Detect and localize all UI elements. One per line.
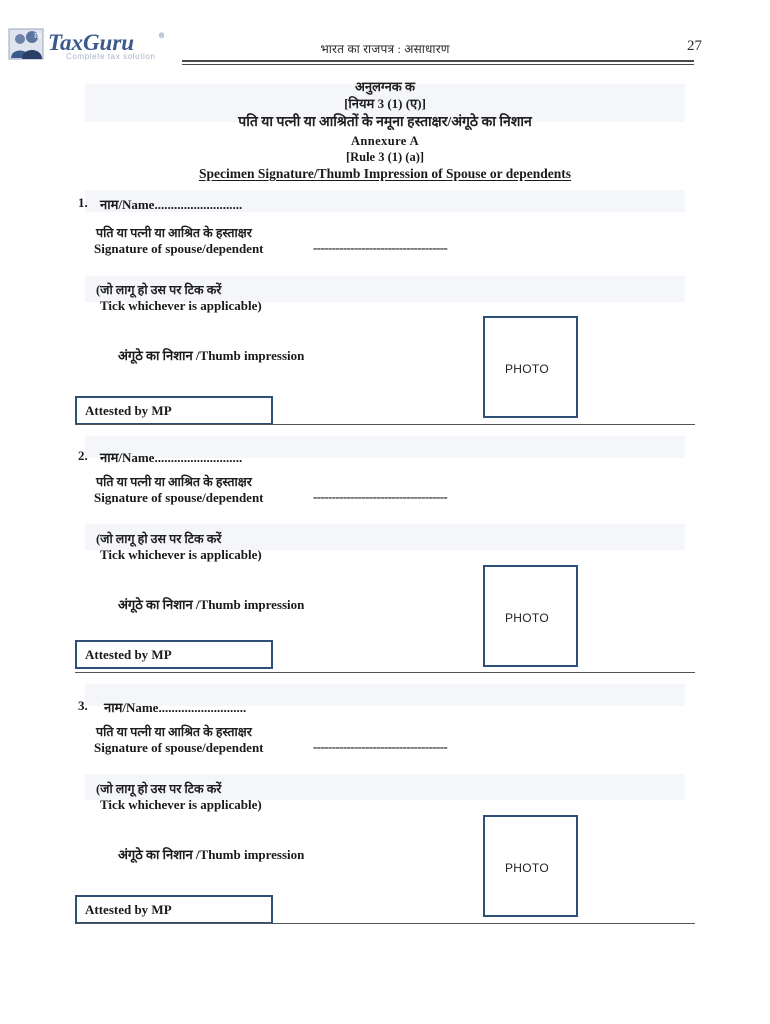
title-hindi-annexure: अनुलग्नक क <box>354 79 416 94</box>
title-hindi-subject: पति या पत्नी या आश्रितों के नमूना हस्ताक… <box>238 115 532 130</box>
title-english-subject: Specimen Signature/Thumb Impression of S… <box>198 166 572 181</box>
name-label: नाम/Name........................... <box>100 450 243 465</box>
photo-box[interactable]: PHOTO <box>483 815 578 917</box>
signature-label-hindi: पति या पत्नी या आश्रित के हस्ताक्षर <box>96 226 252 240</box>
section-divider <box>75 672 695 673</box>
tick-label-english: Tick whichever is applicable) <box>100 547 262 562</box>
attested-by-mp-label: Attested by MP <box>85 901 172 917</box>
signature-label-english: Signature of spouse/dependent <box>94 241 264 256</box>
photo-box[interactable]: PHOTO <box>483 565 578 667</box>
entry-number: 3. <box>78 698 88 713</box>
gazette-title: भारत का राजपत्र : असाधारण <box>320 42 450 56</box>
attested-by-mp-label: Attested by MP <box>85 402 172 418</box>
attested-by-mp-box[interactable]: Attested by MP <box>75 396 273 425</box>
thumb-impression-label: अंगूठे का निशान /Thumb impression <box>118 597 305 612</box>
signature-label-english: Signature of spouse/dependent <box>94 490 264 505</box>
thumb-impression-label: अंगूठे का निशान /Thumb impression <box>118 348 305 363</box>
signature-dash-line: ------------------------------------ <box>313 240 448 255</box>
photo-label: PHOTO <box>505 362 549 376</box>
attested-by-mp-box[interactable]: Attested by MP <box>75 895 273 924</box>
name-label: नाम/Name........................... <box>104 700 247 715</box>
section-divider <box>75 923 695 924</box>
section-divider <box>75 424 695 425</box>
attested-by-mp-label: Attested by MP <box>85 646 172 662</box>
tick-label-hindi: (जो लागू हो उस पर टिक करें <box>96 283 222 297</box>
signature-label-hindi: पति या पत्नी या आश्रित के हस्ताक्षर <box>96 725 252 739</box>
signature-label-english: Signature of spouse/dependent <box>94 740 264 755</box>
svg-text:®: ® <box>159 32 165 40</box>
signature-dash-line: ------------------------------------ <box>313 739 448 754</box>
photo-box[interactable]: PHOTO <box>483 316 578 418</box>
tick-label-english: Tick whichever is applicable) <box>100 797 262 812</box>
thumb-impression-label: अंगूठे का निशान /Thumb impression <box>118 847 305 862</box>
name-label: नाम/Name........................... <box>100 197 243 212</box>
signature-label-hindi: पति या पत्नी या आश्रित के हस्ताक्षर <box>96 475 252 489</box>
title-english-rule: [Rule 3 (1) (a)] <box>345 150 425 164</box>
title-block: अनुलग्नक क [नियम 3 (1) (ए)] पति या पत्नी… <box>0 78 770 183</box>
entry-number: 1. <box>78 195 88 210</box>
page-number: 27 <box>687 38 702 54</box>
svg-text:TaxGuru: TaxGuru <box>48 30 134 55</box>
title-english-annexure: Annexure A <box>350 134 419 148</box>
svg-text:Complete tax solution: Complete tax solution <box>66 52 156 61</box>
svg-text:Rs: Rs <box>34 32 42 40</box>
header-rule-top <box>182 60 694 62</box>
tick-label-hindi: (जो लागू हो उस पर टिक करें <box>96 532 222 546</box>
photo-label: PHOTO <box>505 861 549 875</box>
signature-dash-line: ------------------------------------ <box>313 489 448 504</box>
photo-label: PHOTO <box>505 611 549 625</box>
taxguru-logo: Rs TaxGuru ® Complete tax solution <box>8 26 188 64</box>
title-hindi-rule: [नियम 3 (1) (ए)] <box>344 96 426 111</box>
entry-number: 2. <box>78 448 88 463</box>
tick-label-english: Tick whichever is applicable) <box>100 298 262 313</box>
header-rule-bottom <box>182 64 694 65</box>
attested-by-mp-box[interactable]: Attested by MP <box>75 640 273 669</box>
tick-label-hindi: (जो लागू हो उस पर टिक करें <box>96 782 222 796</box>
